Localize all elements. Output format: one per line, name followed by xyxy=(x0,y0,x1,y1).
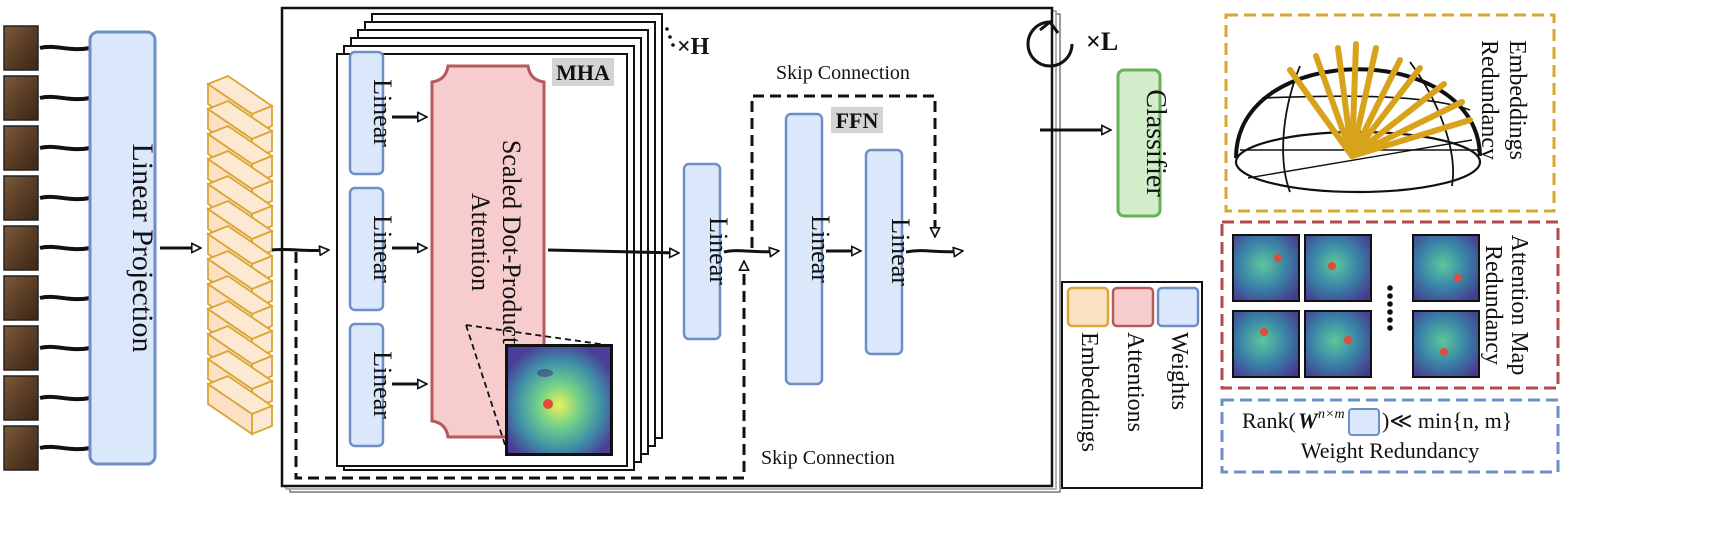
embedding-vector xyxy=(1349,65,1423,159)
mha-output-linear-block xyxy=(682,162,722,341)
patch-connector xyxy=(39,144,91,152)
embedding-vector xyxy=(1349,41,1359,159)
attention-hotspot xyxy=(1274,254,1282,262)
legend-weights-swatch xyxy=(1156,286,1200,328)
patch-connector xyxy=(39,294,91,302)
skip-connection-top xyxy=(750,94,935,248)
times-h-label: ×H xyxy=(677,34,710,60)
linear-v-block xyxy=(348,322,385,448)
attention-hotspot xyxy=(1440,348,1448,356)
embedding-vector xyxy=(1287,67,1355,159)
linear-q-label: Linear xyxy=(368,79,397,147)
embeddings-redundancy-line1: Embeddings xyxy=(1504,40,1530,160)
repeat-h-marker: ×H xyxy=(665,27,710,60)
skip-connection-bottom xyxy=(294,252,744,480)
input-image-patches xyxy=(3,25,91,471)
legend-weights-label: Weights xyxy=(1166,332,1192,410)
ffn-linear-1-label: Linear xyxy=(806,215,835,283)
attention-map-redundancy-panel: Attention Map Redundancy xyxy=(1220,220,1560,390)
embedding-vector xyxy=(1349,117,1473,159)
attention-map-image xyxy=(1414,236,1478,300)
image-patch xyxy=(3,175,39,221)
embedding-vector xyxy=(1349,57,1403,159)
embeddings-redundancy-panel: Embeddings Redundancy xyxy=(1224,13,1556,213)
embedding-vector xyxy=(1349,99,1465,159)
ffn-linear-1-block xyxy=(784,112,824,386)
legend: Embeddings Attentions Weights xyxy=(1061,281,1203,489)
attention-hotspot xyxy=(1454,274,1462,282)
attention-map-image xyxy=(1306,312,1370,376)
skip-connection-bottom-label: Skip Connection xyxy=(761,447,895,469)
rank-prefix: Rank( xyxy=(1242,408,1296,433)
legend-attentions-swatch xyxy=(1111,286,1155,328)
ffn-linear-2-block xyxy=(864,148,904,356)
zoom-line-top xyxy=(465,324,615,347)
embedding-vectors xyxy=(1287,41,1473,159)
zoom-line-bottom xyxy=(465,324,509,455)
times-l-label: ×L xyxy=(1086,27,1118,56)
patch-connector xyxy=(39,44,91,52)
input-to-mha-arrow xyxy=(271,249,328,250)
attention-redundancy-line2: Redundancy xyxy=(1480,245,1506,365)
repeat-l-marker: ×L xyxy=(1026,19,1118,68)
attention-hotspot xyxy=(1344,336,1352,344)
weight-redundancy-label: Weight Redundancy xyxy=(1301,438,1479,463)
rank-superscript: n×m xyxy=(1318,407,1345,422)
attention-map-image xyxy=(1234,312,1298,376)
attention-map-image xyxy=(1306,236,1370,300)
image-patch xyxy=(3,425,39,471)
arrow-attention-to-output-linear xyxy=(547,250,678,253)
attention-hotspot xyxy=(1260,328,1268,336)
linear-k-block xyxy=(348,186,385,312)
patch-connector xyxy=(39,344,91,352)
patch-connector xyxy=(39,244,91,252)
attention-label-line1: Scaled Dot-Product xyxy=(497,140,526,345)
patch-connector xyxy=(39,94,91,102)
attention-redundancy-line1: Attention Map xyxy=(1506,235,1532,376)
image-patch xyxy=(3,75,39,121)
classifier-block xyxy=(1116,68,1162,218)
mha-label: MHA xyxy=(556,60,610,85)
image-patch xyxy=(3,275,39,321)
linear-projection-block xyxy=(88,30,157,466)
attention-label-line2: Attention xyxy=(466,193,495,291)
attention-map-grid xyxy=(1232,234,1480,378)
attention-map-image xyxy=(1234,236,1298,300)
legend-embeddings-label: Embeddings xyxy=(1076,332,1102,452)
embedding-vector xyxy=(1313,53,1355,159)
patch-connector xyxy=(39,444,91,452)
patch-connector xyxy=(39,394,91,402)
ellipsis-dots-top xyxy=(1387,285,1393,331)
legend-attentions-label: Attentions xyxy=(1122,332,1148,432)
image-patch xyxy=(3,375,39,421)
image-patch xyxy=(3,325,39,371)
skip-connection-top-label: Skip Connection xyxy=(776,62,910,84)
embedding-vector xyxy=(1349,81,1447,159)
mha-label-bg xyxy=(552,58,614,86)
rank-w: W xyxy=(1298,408,1319,433)
attention-map-thumbnail xyxy=(505,344,613,456)
ffn-label: FFN xyxy=(836,108,879,133)
weight-redundancy-panel: Rank( W n×m )≪ min{n, m} Weight Redundan… xyxy=(1220,398,1560,474)
legend-embeddings-swatch xyxy=(1066,286,1110,328)
image-patch xyxy=(3,125,39,171)
attention-hotspot xyxy=(1328,262,1336,270)
embedding-vector xyxy=(1349,45,1379,159)
arrow-ffn-to-output-embeddings xyxy=(905,251,962,252)
weight-swatch xyxy=(1348,408,1380,436)
input-embeddings-stack xyxy=(206,74,274,436)
embedding-slab-front xyxy=(251,404,273,436)
linear-q-block xyxy=(348,50,385,176)
image-patch xyxy=(3,225,39,271)
classifier-label: Classifier xyxy=(1140,89,1171,197)
ffn-label-bg xyxy=(831,107,883,133)
rank-suffix: )≪ min{n, m} xyxy=(1382,408,1512,433)
patch-connector xyxy=(39,194,91,202)
attention-map-image xyxy=(1414,312,1478,376)
arrow-to-ffn xyxy=(723,251,778,252)
image-patch xyxy=(3,25,39,71)
embeddings-redundancy-line2: Redundancy xyxy=(1476,40,1502,160)
linear-projection-label: Linear Projection xyxy=(126,143,159,352)
